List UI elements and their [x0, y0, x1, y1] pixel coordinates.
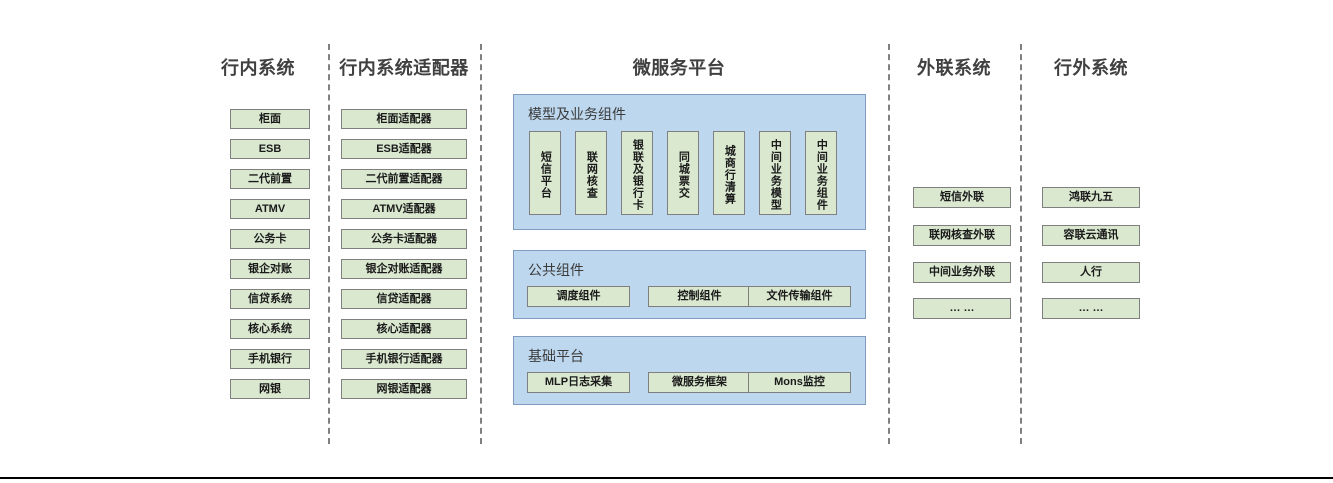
node-model-6[interactable]: 中间业务组件	[805, 131, 837, 215]
node-public-0[interactable]: 调度组件	[527, 286, 630, 307]
node-adapter-8[interactable]: 手机银行适配器	[341, 349, 467, 369]
node-model-1[interactable]: 联网核查	[575, 131, 607, 215]
node-internal-9[interactable]: 网银	[230, 379, 310, 399]
node-internal-7[interactable]: 核心系统	[230, 319, 310, 339]
node-adapter-9[interactable]: 网银适配器	[341, 379, 467, 399]
node-public-1[interactable]: 控制组件	[648, 286, 751, 307]
panel-title-base-platform: 基础平台	[528, 348, 584, 364]
bottom-divider	[0, 477, 1333, 479]
column-separator-1	[328, 44, 330, 444]
node-outside-0[interactable]: 鸿联九五	[1042, 187, 1140, 208]
node-model-4[interactable]: 城商行清算	[713, 131, 745, 215]
node-outside-3[interactable]: … …	[1042, 298, 1140, 319]
node-outside-1[interactable]: 容联云通讯	[1042, 225, 1140, 246]
node-base-1[interactable]: 微服务框架	[648, 372, 751, 393]
node-adapter-6[interactable]: 信贷适配器	[341, 289, 467, 309]
node-adapter-0[interactable]: 柜面适配器	[341, 109, 467, 129]
panel-title-model-business-components: 模型及业务组件	[528, 106, 626, 122]
panel-base-platform: 基础平台	[513, 336, 866, 405]
column-title-outside-bank-systems: 行外系统	[1054, 58, 1128, 78]
node-adapter-2[interactable]: 二代前置适配器	[341, 169, 467, 189]
column-title-internal-systems: 行内系统	[221, 58, 295, 78]
node-internal-1[interactable]: ESB	[230, 139, 310, 159]
panel-public-components: 公共组件	[513, 250, 866, 319]
node-adapter-5[interactable]: 银企对账适配器	[341, 259, 467, 279]
node-internal-0[interactable]: 柜面	[230, 109, 310, 129]
node-external-1[interactable]: 联网核查外联	[913, 225, 1011, 246]
column-separator-2	[480, 44, 482, 444]
node-base-0[interactable]: MLP日志采集	[527, 372, 630, 393]
node-model-2[interactable]: 银联及银行卡	[621, 131, 653, 215]
node-internal-2[interactable]: 二代前置	[230, 169, 310, 189]
node-external-3[interactable]: … …	[913, 298, 1011, 319]
column-title-internal-adapters: 行内系统适配器	[339, 58, 469, 78]
node-external-0[interactable]: 短信外联	[913, 187, 1011, 208]
node-internal-4[interactable]: 公务卡	[230, 229, 310, 249]
node-internal-8[interactable]: 手机银行	[230, 349, 310, 369]
node-base-2[interactable]: Mons监控	[748, 372, 851, 393]
node-outside-2[interactable]: 人行	[1042, 262, 1140, 283]
node-internal-5[interactable]: 银企对账	[230, 259, 310, 279]
column-title-external-link-systems: 外联系统	[917, 58, 991, 78]
node-adapter-3[interactable]: ATMV适配器	[341, 199, 467, 219]
node-adapter-1[interactable]: ESB适配器	[341, 139, 467, 159]
node-internal-3[interactable]: ATMV	[230, 199, 310, 219]
node-external-2[interactable]: 中间业务外联	[913, 262, 1011, 283]
node-internal-6[interactable]: 信贷系统	[230, 289, 310, 309]
panel-title-public-components: 公共组件	[528, 262, 584, 278]
column-separator-4	[1020, 44, 1022, 444]
node-model-5[interactable]: 中间业务模型	[759, 131, 791, 215]
node-adapter-7[interactable]: 核心适配器	[341, 319, 467, 339]
column-title-microservice-platform: 微服务平台	[632, 58, 726, 78]
node-model-0[interactable]: 短信平台	[529, 131, 561, 215]
node-public-2[interactable]: 文件传输组件	[748, 286, 851, 307]
column-separator-3	[888, 44, 890, 444]
node-model-3[interactable]: 同城票交	[667, 131, 699, 215]
node-adapter-4[interactable]: 公务卡适配器	[341, 229, 467, 249]
